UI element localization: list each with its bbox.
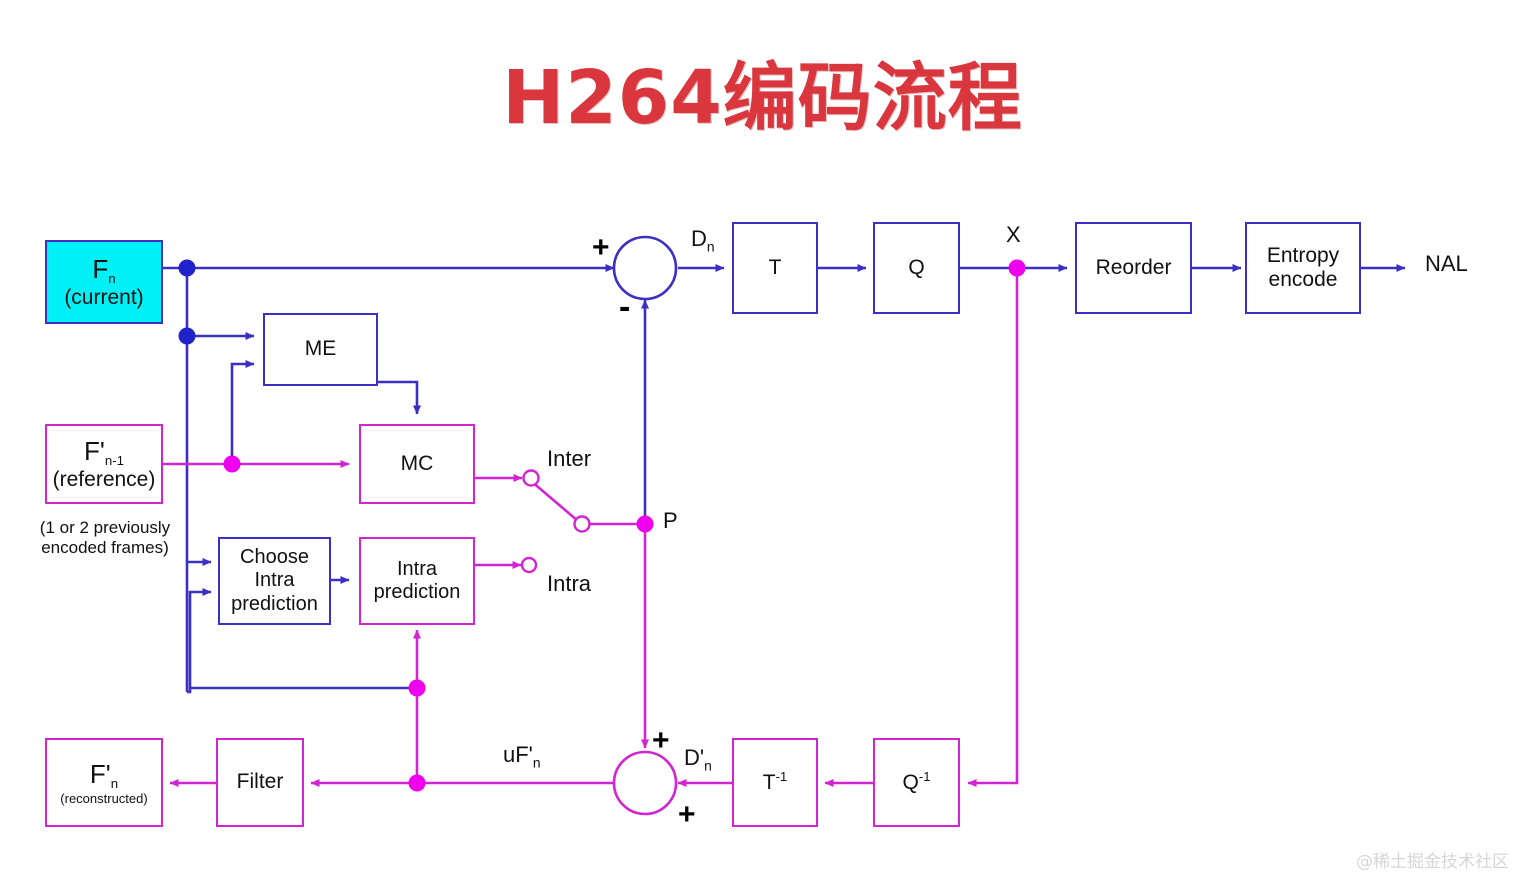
edge-x-to-inv-quantize bbox=[967, 268, 1019, 787]
box-me-label: ME bbox=[304, 337, 337, 361]
box-f-reference-label: F'n-1 (reference) bbox=[52, 435, 156, 492]
summing-node-difference bbox=[612, 235, 678, 301]
box-inverse-transform[interactable]: T-1 bbox=[732, 738, 818, 827]
switch-pole bbox=[573, 515, 591, 533]
box-quantize[interactable]: Q bbox=[873, 222, 960, 314]
edge-me-to-mc bbox=[378, 380, 421, 415]
box-inverse-transform-label: T-1 bbox=[762, 769, 788, 795]
box-entropy-encode[interactable]: Entropy encode bbox=[1245, 222, 1361, 314]
junction-recon-upper bbox=[408, 679, 426, 697]
box-inverse-quantize-label: Q-1 bbox=[902, 769, 931, 795]
box-choose-intra-prediction-label: Choose Intra prediction bbox=[231, 546, 318, 615]
junction-x bbox=[1008, 259, 1026, 277]
label-p: P bbox=[663, 508, 678, 533]
page-title: H264编码流程 bbox=[502, 55, 1023, 141]
box-mc[interactable]: MC bbox=[359, 424, 475, 504]
label-dn-prime: D'n bbox=[684, 745, 712, 774]
box-reorder-label: Reorder bbox=[1095, 255, 1172, 279]
sign-plus-bottom-top: + bbox=[652, 724, 670, 757]
switch-terminal-intra bbox=[520, 556, 538, 574]
label-dn: Dn bbox=[691, 226, 715, 255]
box-intra-prediction[interactable]: Intra prediction bbox=[359, 537, 475, 625]
box-fn-reconstructed[interactable]: F'n (reconstructed) bbox=[45, 738, 163, 827]
edge-ref-to-me bbox=[230, 360, 255, 464]
label-intra: Intra bbox=[547, 571, 592, 596]
reference-caption: (1 or 2 previously encoded frames) bbox=[39, 518, 171, 558]
junction-ref-out bbox=[223, 455, 241, 473]
switch-blade bbox=[530, 480, 579, 522]
box-choose-intra-prediction[interactable]: Choose Intra prediction bbox=[218, 537, 331, 625]
summing-node-reconstruct bbox=[612, 750, 678, 816]
box-fn-reconstructed-label: F'n (reconstructed) bbox=[60, 758, 148, 807]
junction-fn-out bbox=[178, 259, 196, 277]
junction-p bbox=[636, 515, 654, 533]
box-quantize-label: Q bbox=[908, 255, 925, 279]
label-ufn: uF'n bbox=[503, 742, 541, 771]
junction-dots bbox=[178, 259, 1026, 792]
box-filter[interactable]: Filter bbox=[216, 738, 304, 827]
sign-plus-bottom-right: + bbox=[678, 798, 696, 831]
box-fn-current[interactable]: Fn (current) bbox=[45, 240, 163, 324]
box-entropy-encode-label: Entropy encode bbox=[1266, 243, 1340, 291]
switch-terminal-inter bbox=[522, 469, 540, 487]
box-filter-label: Filter bbox=[236, 770, 284, 794]
box-transform[interactable]: T bbox=[732, 222, 818, 314]
sign-plus-top: + bbox=[592, 231, 610, 264]
junction-recon-lower bbox=[408, 774, 426, 792]
junction-fn-me bbox=[178, 327, 196, 345]
label-nal: NAL bbox=[1425, 251, 1468, 276]
label-inter: Inter bbox=[547, 446, 592, 471]
watermark: @稀土掘金技术社区 bbox=[1356, 852, 1509, 872]
box-me[interactable]: ME bbox=[263, 313, 378, 386]
box-transform-label: T bbox=[768, 255, 782, 279]
sign-minus-top: - bbox=[619, 288, 631, 326]
box-fn-current-label: Fn (current) bbox=[64, 253, 144, 310]
box-inverse-quantize[interactable]: Q-1 bbox=[873, 738, 960, 827]
edge-recon-to-choose-intra bbox=[187, 588, 212, 694]
label-x: X bbox=[1006, 222, 1021, 247]
box-mc-label: MC bbox=[400, 451, 434, 475]
box-intra-prediction-label: Intra prediction bbox=[373, 557, 461, 603]
box-f-reference[interactable]: F'n-1 (reference) bbox=[45, 424, 163, 504]
box-reorder[interactable]: Reorder bbox=[1075, 222, 1192, 314]
